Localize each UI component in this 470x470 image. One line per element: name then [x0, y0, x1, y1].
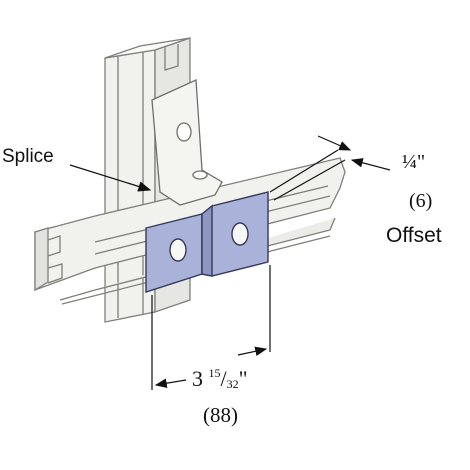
offset-metric-label: (6)	[409, 190, 433, 212]
offset-fraction-label: ¼"	[402, 151, 426, 173]
splice-label: Splice	[2, 146, 54, 167]
length-dimension	[151, 265, 271, 390]
plate-hole-right	[231, 222, 249, 246]
bracket-hole	[176, 122, 192, 142]
plate-hole-left	[169, 238, 187, 262]
length-numerator: 15	[208, 366, 221, 380]
angle-bracket	[151, 79, 223, 206]
length-whole: 3	[192, 366, 203, 391]
length-denominator: 32	[226, 377, 239, 391]
length-inch-mark: "	[238, 366, 248, 391]
offset-label: Offset	[386, 224, 442, 247]
offset-dimension	[269, 135, 391, 201]
bracket-hole-lower	[192, 170, 208, 180]
splice-plate	[145, 191, 269, 293]
length-metric-label: (88)	[203, 403, 238, 427]
length-dimension-label: 3 15/32"	[192, 366, 248, 391]
splice-leader-arrow	[69, 164, 152, 192]
